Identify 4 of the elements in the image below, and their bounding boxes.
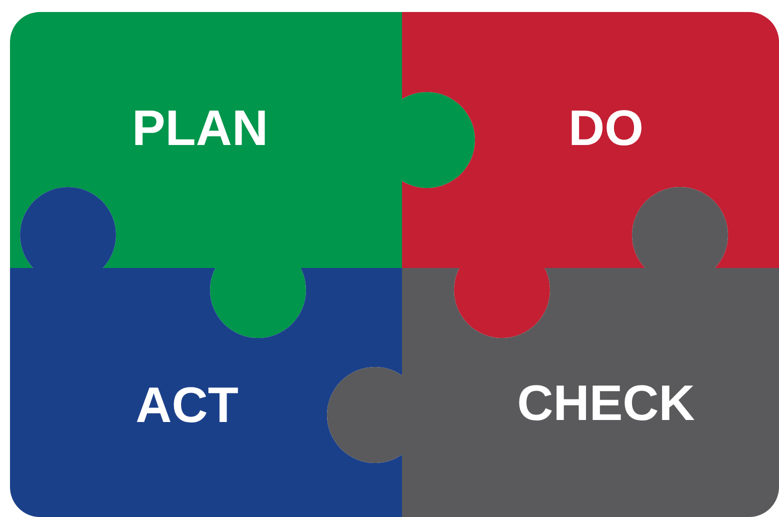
piece-label: CHECK bbox=[517, 375, 695, 431]
piece-label: PLAN bbox=[132, 100, 268, 156]
piece-label: ACT bbox=[136, 377, 238, 433]
piece-label: DO bbox=[568, 100, 644, 156]
